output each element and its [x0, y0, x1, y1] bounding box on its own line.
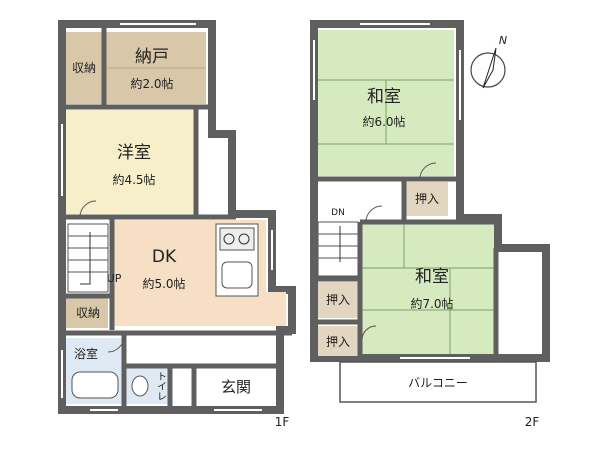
- balcony-area: [339, 361, 537, 403]
- washitsu-top-size: 約6.0帖: [362, 114, 405, 129]
- oshiire-c-room: [318, 326, 358, 356]
- storage-bottom-label: 収納: [76, 306, 100, 320]
- western-name: 洋室: [117, 143, 151, 163]
- floor-1: 収納 納戸 約2.0帖 洋室 約4.5帖 DK 約5.0帖 UP 収納 浴室 ト…: [58, 20, 296, 429]
- floor1-windows: [61, 23, 273, 411]
- floor2-level-label: 2F: [525, 415, 540, 429]
- floor1-stairs: [67, 223, 109, 293]
- stairs-dn-label: DN: [331, 208, 345, 218]
- washitsu-top-name: 和室: [367, 87, 401, 107]
- western-closet-area: [198, 138, 228, 214]
- floor2-doors: [361, 162, 437, 341]
- nando-name: 納戸: [135, 47, 169, 67]
- floor-2: 和室 約6.0帖 和室 約7.0帖 押入 押入 押入 DN バルコニー 2F: [310, 20, 550, 429]
- storage-bottom-room: [66, 298, 108, 328]
- balcony-label: バルコニー: [408, 376, 468, 390]
- oshiire-b-room: [318, 282, 358, 318]
- floor2-windows: [313, 23, 470, 359]
- washitsu-bottom-name: 和室: [415, 267, 449, 287]
- toilet-label: トイレ: [155, 371, 167, 401]
- storage-top-label: 収納: [72, 61, 96, 75]
- entrance-label: 玄関: [221, 378, 251, 396]
- compass-icon: N: [470, 34, 507, 89]
- toilet-icon: [131, 375, 149, 397]
- floor2-right-annex: [500, 252, 542, 354]
- nando-size: 約2.0帖: [130, 76, 173, 91]
- storage-top-room: [66, 32, 104, 104]
- dk-room: [114, 220, 286, 326]
- kitchen-counter: [215, 223, 259, 297]
- floor1-level-label: 1F: [275, 415, 290, 429]
- floor2-internal-walls: [314, 176, 499, 358]
- stairs-up-label: UP: [107, 272, 122, 285]
- stove-icon: [219, 227, 255, 251]
- entrance-room: [196, 368, 276, 404]
- washitsu-bottom-room: [362, 224, 494, 354]
- bathtub-icon: [71, 371, 119, 399]
- compass-north-label: N: [499, 34, 507, 47]
- tatami-lines: [318, 79, 494, 354]
- floor1-internal-walls: [62, 28, 292, 410]
- washitsu-bottom-size: 約7.0帖: [410, 296, 453, 311]
- bath-label: 浴室: [74, 346, 98, 361]
- oshiire-a-label: 押入: [415, 192, 439, 206]
- oshiire-a-room: [406, 182, 448, 216]
- floor1-doors: [79, 200, 125, 353]
- dk-size: 約5.0帖: [142, 276, 185, 291]
- dk-name: DK: [152, 247, 177, 267]
- oshiire-b-label: 押入: [326, 293, 350, 307]
- floor2-stairs: [317, 221, 359, 277]
- oshiire-c-label: 押入: [326, 335, 350, 349]
- sink-icon: [221, 261, 253, 289]
- western-room: [66, 110, 196, 214]
- western-size: 約4.5帖: [112, 172, 155, 187]
